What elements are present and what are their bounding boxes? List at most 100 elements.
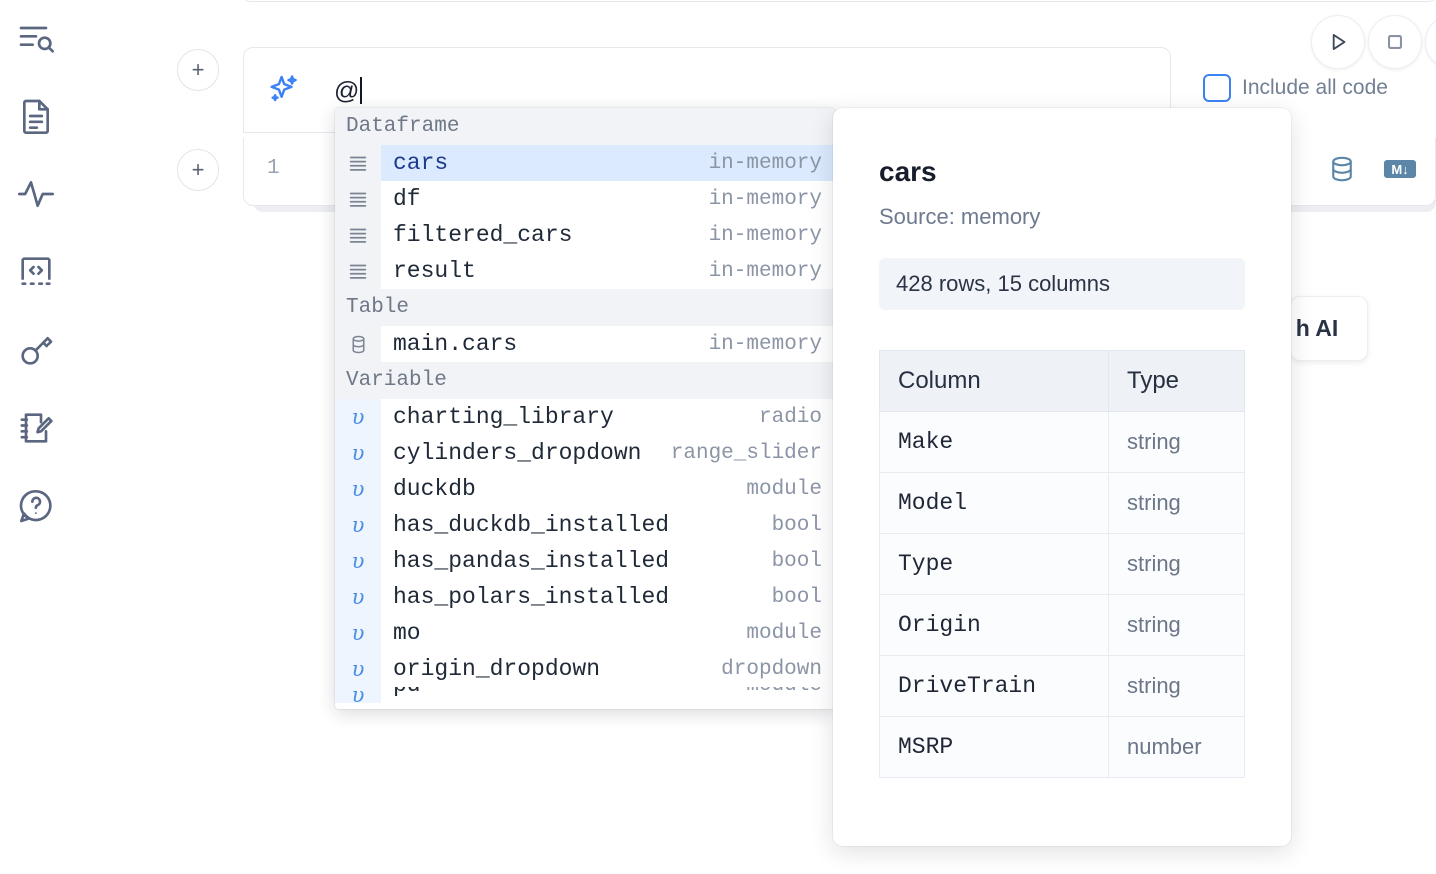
scratchpad-edit-icon[interactable] <box>16 408 56 448</box>
help-chat-icon[interactable] <box>16 486 56 526</box>
outline-search-icon[interactable] <box>16 18 56 58</box>
stop-button[interactable] <box>1368 15 1422 69</box>
ai-prompt-input[interactable]: @ <box>334 74 1158 108</box>
autocomplete-item[interactable]: filtered_cars in-memory <box>335 217 835 253</box>
doc-source: Source: memory <box>879 204 1041 229</box>
autocomplete-group-header: Variable <box>335 362 835 399</box>
sparkles-icon <box>266 72 300 106</box>
doc-column-type: string <box>1108 411 1245 473</box>
key-icon[interactable] <box>16 330 56 370</box>
markdown-icon[interactable]: M↓ <box>1383 157 1417 186</box>
autocomplete-group-header: Table <box>335 289 835 326</box>
more-actions-button[interactable] <box>1425 15 1436 69</box>
run-button[interactable] <box>1311 15 1365 69</box>
autocomplete-item-meta: module <box>746 621 822 645</box>
text-cursor <box>360 77 363 104</box>
generate-with-ai-button[interactable]: h AI <box>1290 296 1368 361</box>
autocomplete-item-name: pd <box>381 687 746 698</box>
autocomplete-item-name: cylinders_dropdown <box>393 440 642 466</box>
line-number: 1 <box>267 157 280 180</box>
documentation-panel: cars Source: memory 428 rows, 15 columns… <box>833 108 1291 846</box>
document-icon[interactable] <box>16 96 56 136</box>
autocomplete-item-name: df <box>393 186 421 212</box>
doc-table-header-type: Type <box>1108 350 1245 412</box>
autocomplete-item-name: filtered_cars <box>393 222 573 248</box>
doc-table-header-column: Column <box>879 350 1109 412</box>
activity-pulse-icon[interactable] <box>16 174 56 214</box>
doc-column-type: string <box>1108 655 1245 717</box>
doc-title: cars <box>879 156 937 187</box>
autocomplete-item[interactable]: υ cylinders_dropdown range_slider <box>335 435 835 471</box>
autocomplete-group-header: Dataframe <box>335 108 835 145</box>
autocomplete-item-meta: in-memory <box>708 187 822 211</box>
autocomplete-item-name: mo <box>393 620 421 646</box>
autocomplete-item-meta: in-memory <box>708 259 822 283</box>
generate-with-ai-label: h AI <box>1295 315 1339 341</box>
code-brackets-icon[interactable] <box>16 252 56 292</box>
variable-icon: υ <box>335 435 381 471</box>
autocomplete-item-name: charting_library <box>393 404 614 430</box>
autocomplete-item-meta: in-memory <box>708 332 822 356</box>
autocomplete-item-meta: bool <box>771 585 822 609</box>
autocomplete-item-name: origin_dropdown <box>393 656 601 682</box>
autocomplete-item-meta: radio <box>758 405 822 429</box>
include-all-code-row[interactable]: Include all code <box>1203 74 1388 102</box>
autocomplete-item-name: main.cars <box>393 331 518 357</box>
sidebar-rail <box>0 0 72 874</box>
add-cell-button-bottom[interactable]: + <box>177 149 219 191</box>
autocomplete-item[interactable]: df in-memory <box>335 181 835 217</box>
include-all-code-label: Include all code <box>1242 76 1388 99</box>
dataframe-icon <box>335 181 381 217</box>
plus-icon: + <box>191 157 205 182</box>
add-cell-button-top[interactable]: + <box>177 49 219 91</box>
autocomplete-item-name: has_duckdb_installed <box>393 512 670 538</box>
database-icon[interactable] <box>1327 154 1357 189</box>
doc-column-type: number <box>1108 716 1245 778</box>
autocomplete-item-name: duckdb <box>393 476 476 502</box>
autocomplete-item-meta: bool <box>771 513 822 537</box>
autocomplete-item-meta: in-memory <box>708 223 822 247</box>
dataframe-icon <box>335 253 381 289</box>
autocomplete-item-name: has_pandas_installed <box>393 548 670 574</box>
variable-icon: υ <box>335 615 381 651</box>
variable-icon: υ <box>335 471 381 507</box>
autocomplete-item[interactable]: main.cars in-memory <box>335 326 835 362</box>
autocomplete-item-meta: module <box>746 477 822 501</box>
variable-icon: υ <box>335 651 381 687</box>
autocomplete-item-meta: in-memory <box>708 151 822 175</box>
plus-icon: + <box>191 57 205 82</box>
doc-column-name: Type <box>879 533 1109 595</box>
doc-column-name: Model <box>879 472 1109 534</box>
doc-column-name: Make <box>879 411 1109 473</box>
variable-icon: υ <box>335 543 381 579</box>
autocomplete-item[interactable]: result in-memory <box>335 253 835 289</box>
include-all-code-checkbox[interactable] <box>1203 74 1231 102</box>
svg-text:M↓: M↓ <box>1391 162 1408 177</box>
cell-type-icons: M↓ <box>1327 154 1417 189</box>
variable-icon: υ <box>335 579 381 615</box>
autocomplete-item-meta: range_slider <box>670 441 822 465</box>
autocomplete-item[interactable]: υpdmodule <box>335 687 835 703</box>
doc-column-name: Origin <box>879 594 1109 656</box>
doc-shape-badge: 428 rows, 15 columns <box>879 258 1245 310</box>
autocomplete-item-name: result <box>393 258 476 284</box>
ai-prompt-value: @ <box>334 77 360 105</box>
dataframe-icon <box>335 217 381 253</box>
